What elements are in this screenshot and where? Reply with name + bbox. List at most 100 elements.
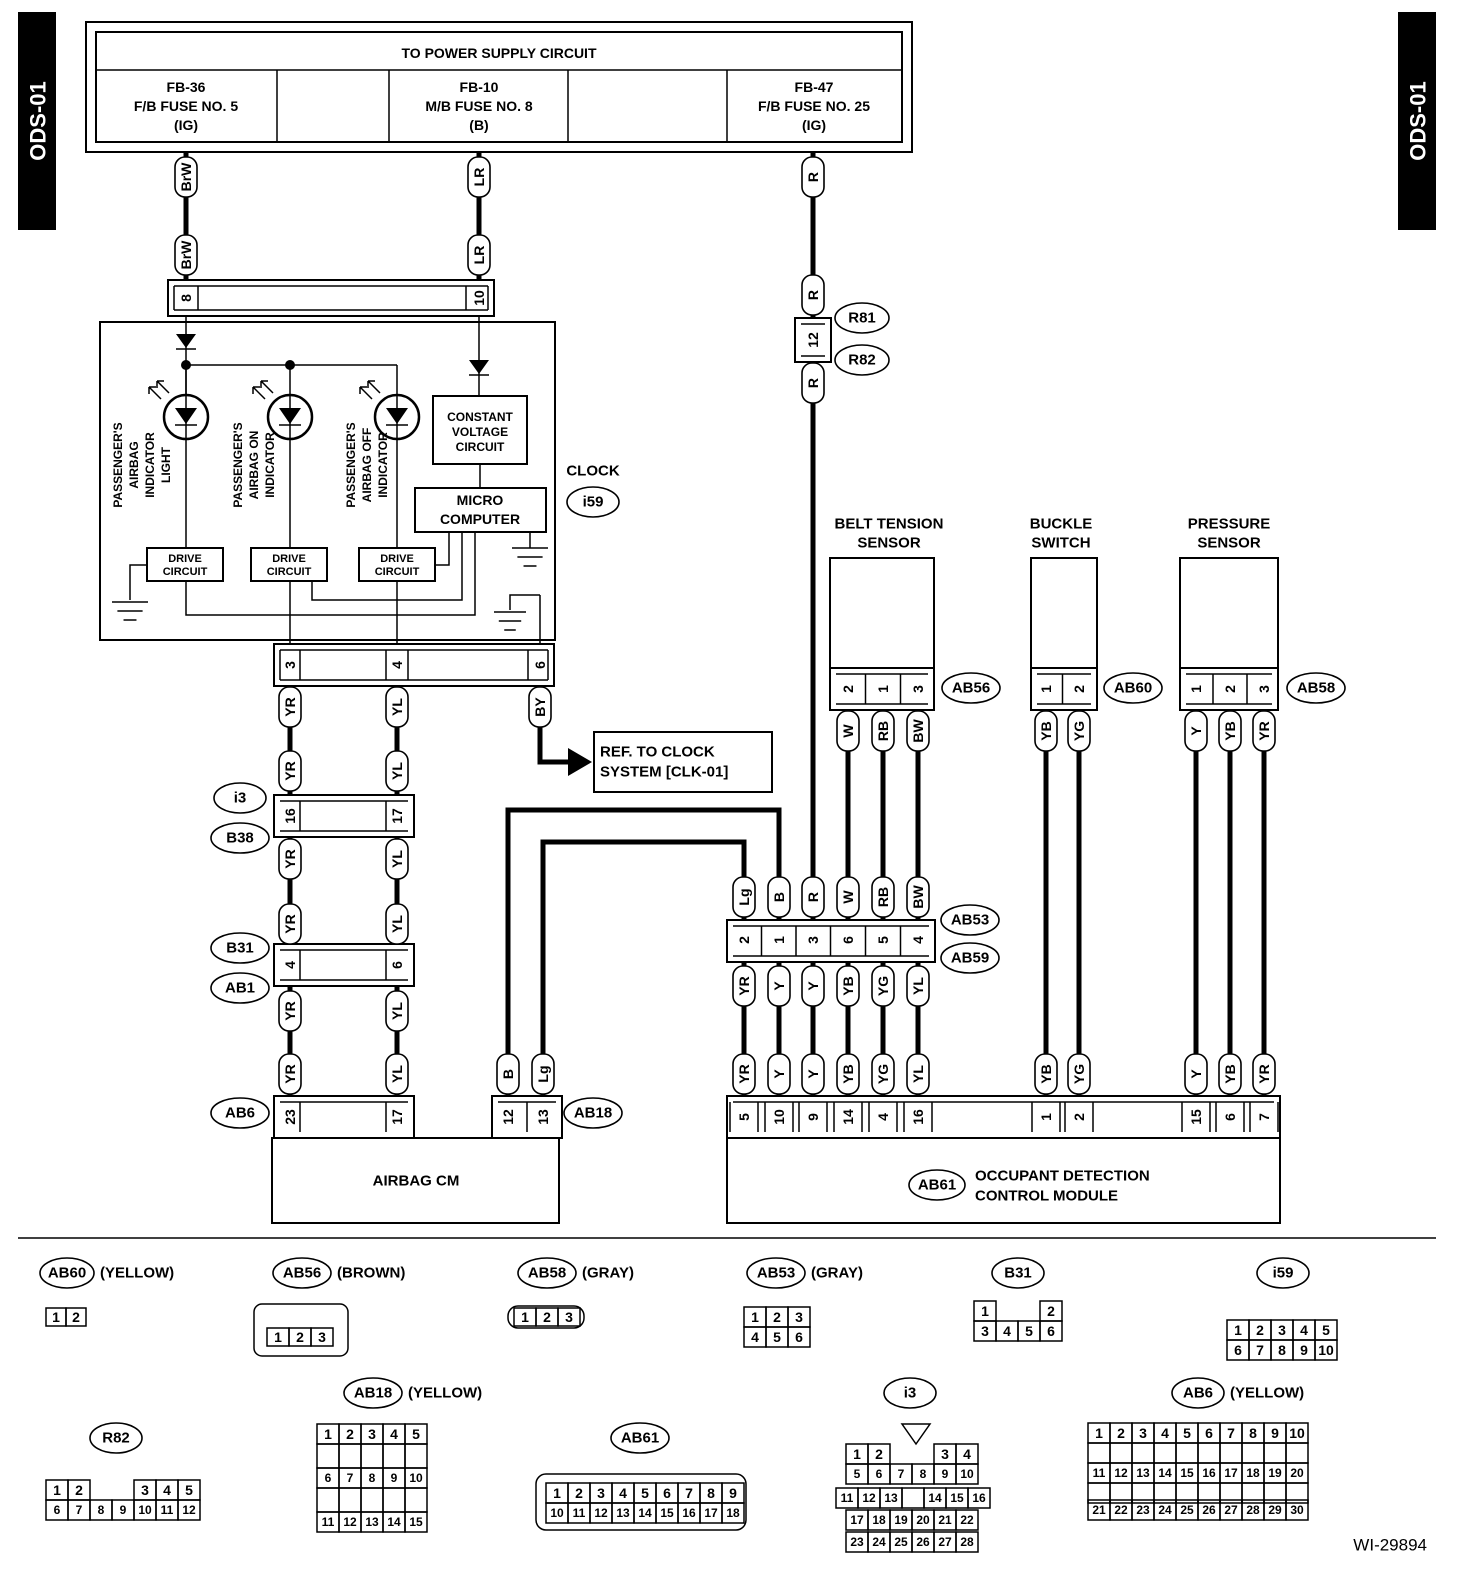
connector-name: AB61 — [621, 1430, 659, 1447]
cavity-number: 5 — [1322, 1322, 1330, 1338]
sensor-connector — [1179, 667, 1279, 711]
wire-color-label: YL — [389, 850, 405, 868]
sensor-title: SWITCH — [1031, 535, 1090, 552]
cavity-number: 11 — [161, 1503, 174, 1517]
cavity-number: 18 — [726, 1506, 740, 1520]
pin-number: 3 — [805, 936, 821, 944]
cavity-number: 3 — [795, 1309, 803, 1325]
cavity-number: 7 — [898, 1467, 905, 1481]
wire-color-label: LR — [471, 168, 487, 187]
wire-color-label: Lg — [535, 1065, 551, 1082]
pin-number: 7 — [1256, 1113, 1272, 1121]
clock-title: CLOCK — [566, 463, 619, 480]
i3-connector — [273, 794, 415, 838]
pin-number: 6 — [532, 661, 548, 669]
wire-color-pill — [732, 965, 756, 1007]
cavity-number: 6 — [1205, 1425, 1213, 1441]
cavity-number: 16 — [1202, 1466, 1216, 1480]
connector-cavity — [901, 1487, 925, 1509]
pin-number: 6 — [840, 936, 856, 944]
legend-color: (YELLOW) — [1230, 1385, 1304, 1402]
cavity-number: 8 — [1249, 1425, 1257, 1441]
cavity-number: 21 — [1092, 1503, 1106, 1517]
cavity-number: 1 — [274, 1329, 282, 1345]
wire-color-label: R — [805, 892, 821, 902]
led-ray — [359, 386, 373, 400]
cavity-number: 18 — [1246, 1466, 1260, 1480]
cavity-number: 12 — [343, 1515, 357, 1529]
wire-color-label: Y — [805, 1069, 821, 1079]
drive-text: DRIVE — [380, 553, 414, 565]
legend-color: (GRAY) — [811, 1265, 863, 1282]
connector-oval — [1103, 672, 1163, 704]
connector-cavity — [1314, 1339, 1338, 1361]
cavity-number: 17 — [850, 1513, 864, 1527]
cavity-number: 1 — [53, 1482, 61, 1498]
wire-color-label: YL — [389, 915, 405, 933]
cavity-number: 13 — [365, 1515, 379, 1529]
cavity-number: 6 — [1234, 1342, 1242, 1358]
connector-housing — [253, 1303, 349, 1357]
cavity-number: 1 — [324, 1426, 332, 1442]
pin-number: 4 — [875, 1113, 891, 1121]
wire-color-label: YR — [736, 1064, 752, 1083]
cavity-number: 7 — [685, 1485, 693, 1501]
cv-text: CIRCUIT — [456, 440, 505, 454]
wire-color-pill — [1034, 1053, 1058, 1095]
cavity-number: 5 — [773, 1329, 781, 1345]
cavity-number: 12 — [594, 1506, 608, 1520]
connector-name: R81 — [848, 310, 876, 327]
connector-name: AB56 — [952, 680, 990, 697]
cavity-number: 8 — [369, 1471, 376, 1485]
wire-color-label: YB — [1222, 721, 1238, 740]
cavity-number: 13 — [1136, 1466, 1150, 1480]
cavity-number: 7 — [1256, 1342, 1264, 1358]
wire-color-pill — [836, 876, 860, 918]
fuse-name: F/B FUSE NO. 5 — [134, 98, 238, 114]
connector-cavity — [1109, 1442, 1133, 1464]
cavity-number: 3 — [597, 1485, 605, 1501]
drive-text: CIRCUIT — [375, 566, 420, 578]
wire-color-pill — [1252, 1053, 1276, 1095]
drive-text: DRIVE — [272, 553, 306, 565]
cavity-number: 17 — [704, 1506, 718, 1520]
pin-number: 3 — [910, 685, 926, 693]
connector-name: AB1 — [225, 980, 255, 997]
wire-color-pill — [767, 1053, 791, 1095]
cavity-number: 10 — [138, 1503, 152, 1517]
wire-color-pill — [801, 274, 825, 316]
cavity-number: 5 — [185, 1482, 193, 1498]
fuse-type: (IG) — [802, 117, 826, 133]
connector-oval — [517, 1257, 577, 1289]
pin-number: 10 — [771, 1109, 787, 1125]
cavity-number: 28 — [960, 1535, 974, 1549]
internal-wire — [509, 594, 540, 610]
wire-color-label: YR — [282, 761, 298, 780]
connector-name: B38 — [226, 830, 254, 847]
connector-oval — [210, 932, 270, 964]
indicator-label: INDICATOR — [263, 432, 277, 498]
wire-color-pill — [906, 710, 930, 752]
connector-name: R82 — [102, 1430, 130, 1447]
indicator-label: AIRBAG ON — [247, 431, 261, 500]
led-ray — [260, 380, 274, 394]
connector-cavity — [1263, 1442, 1287, 1464]
wire-color-pill — [732, 1053, 756, 1095]
connector-cavity — [787, 1326, 811, 1348]
pin-number: 4 — [910, 936, 926, 944]
cavity-number: 5 — [1183, 1425, 1191, 1441]
cavity-number: 10 — [550, 1506, 564, 1520]
side-tag-text: ODS-01 — [1406, 81, 1431, 160]
cavity-number: 12 — [182, 1503, 196, 1517]
wire-color-label: BrW — [178, 240, 194, 270]
connector-cavity — [360, 1487, 384, 1513]
wire-color-pill — [496, 1053, 520, 1095]
cavity-number: 15 — [1180, 1466, 1194, 1480]
cavity-number: 3 — [318, 1329, 326, 1345]
connector-cavity — [382, 1487, 406, 1513]
connector-name: AB6 — [1183, 1385, 1213, 1402]
ref-clock-box — [593, 731, 773, 793]
cavity-number: 19 — [894, 1513, 908, 1527]
ref-text: REF. TO CLOCK — [600, 744, 715, 761]
